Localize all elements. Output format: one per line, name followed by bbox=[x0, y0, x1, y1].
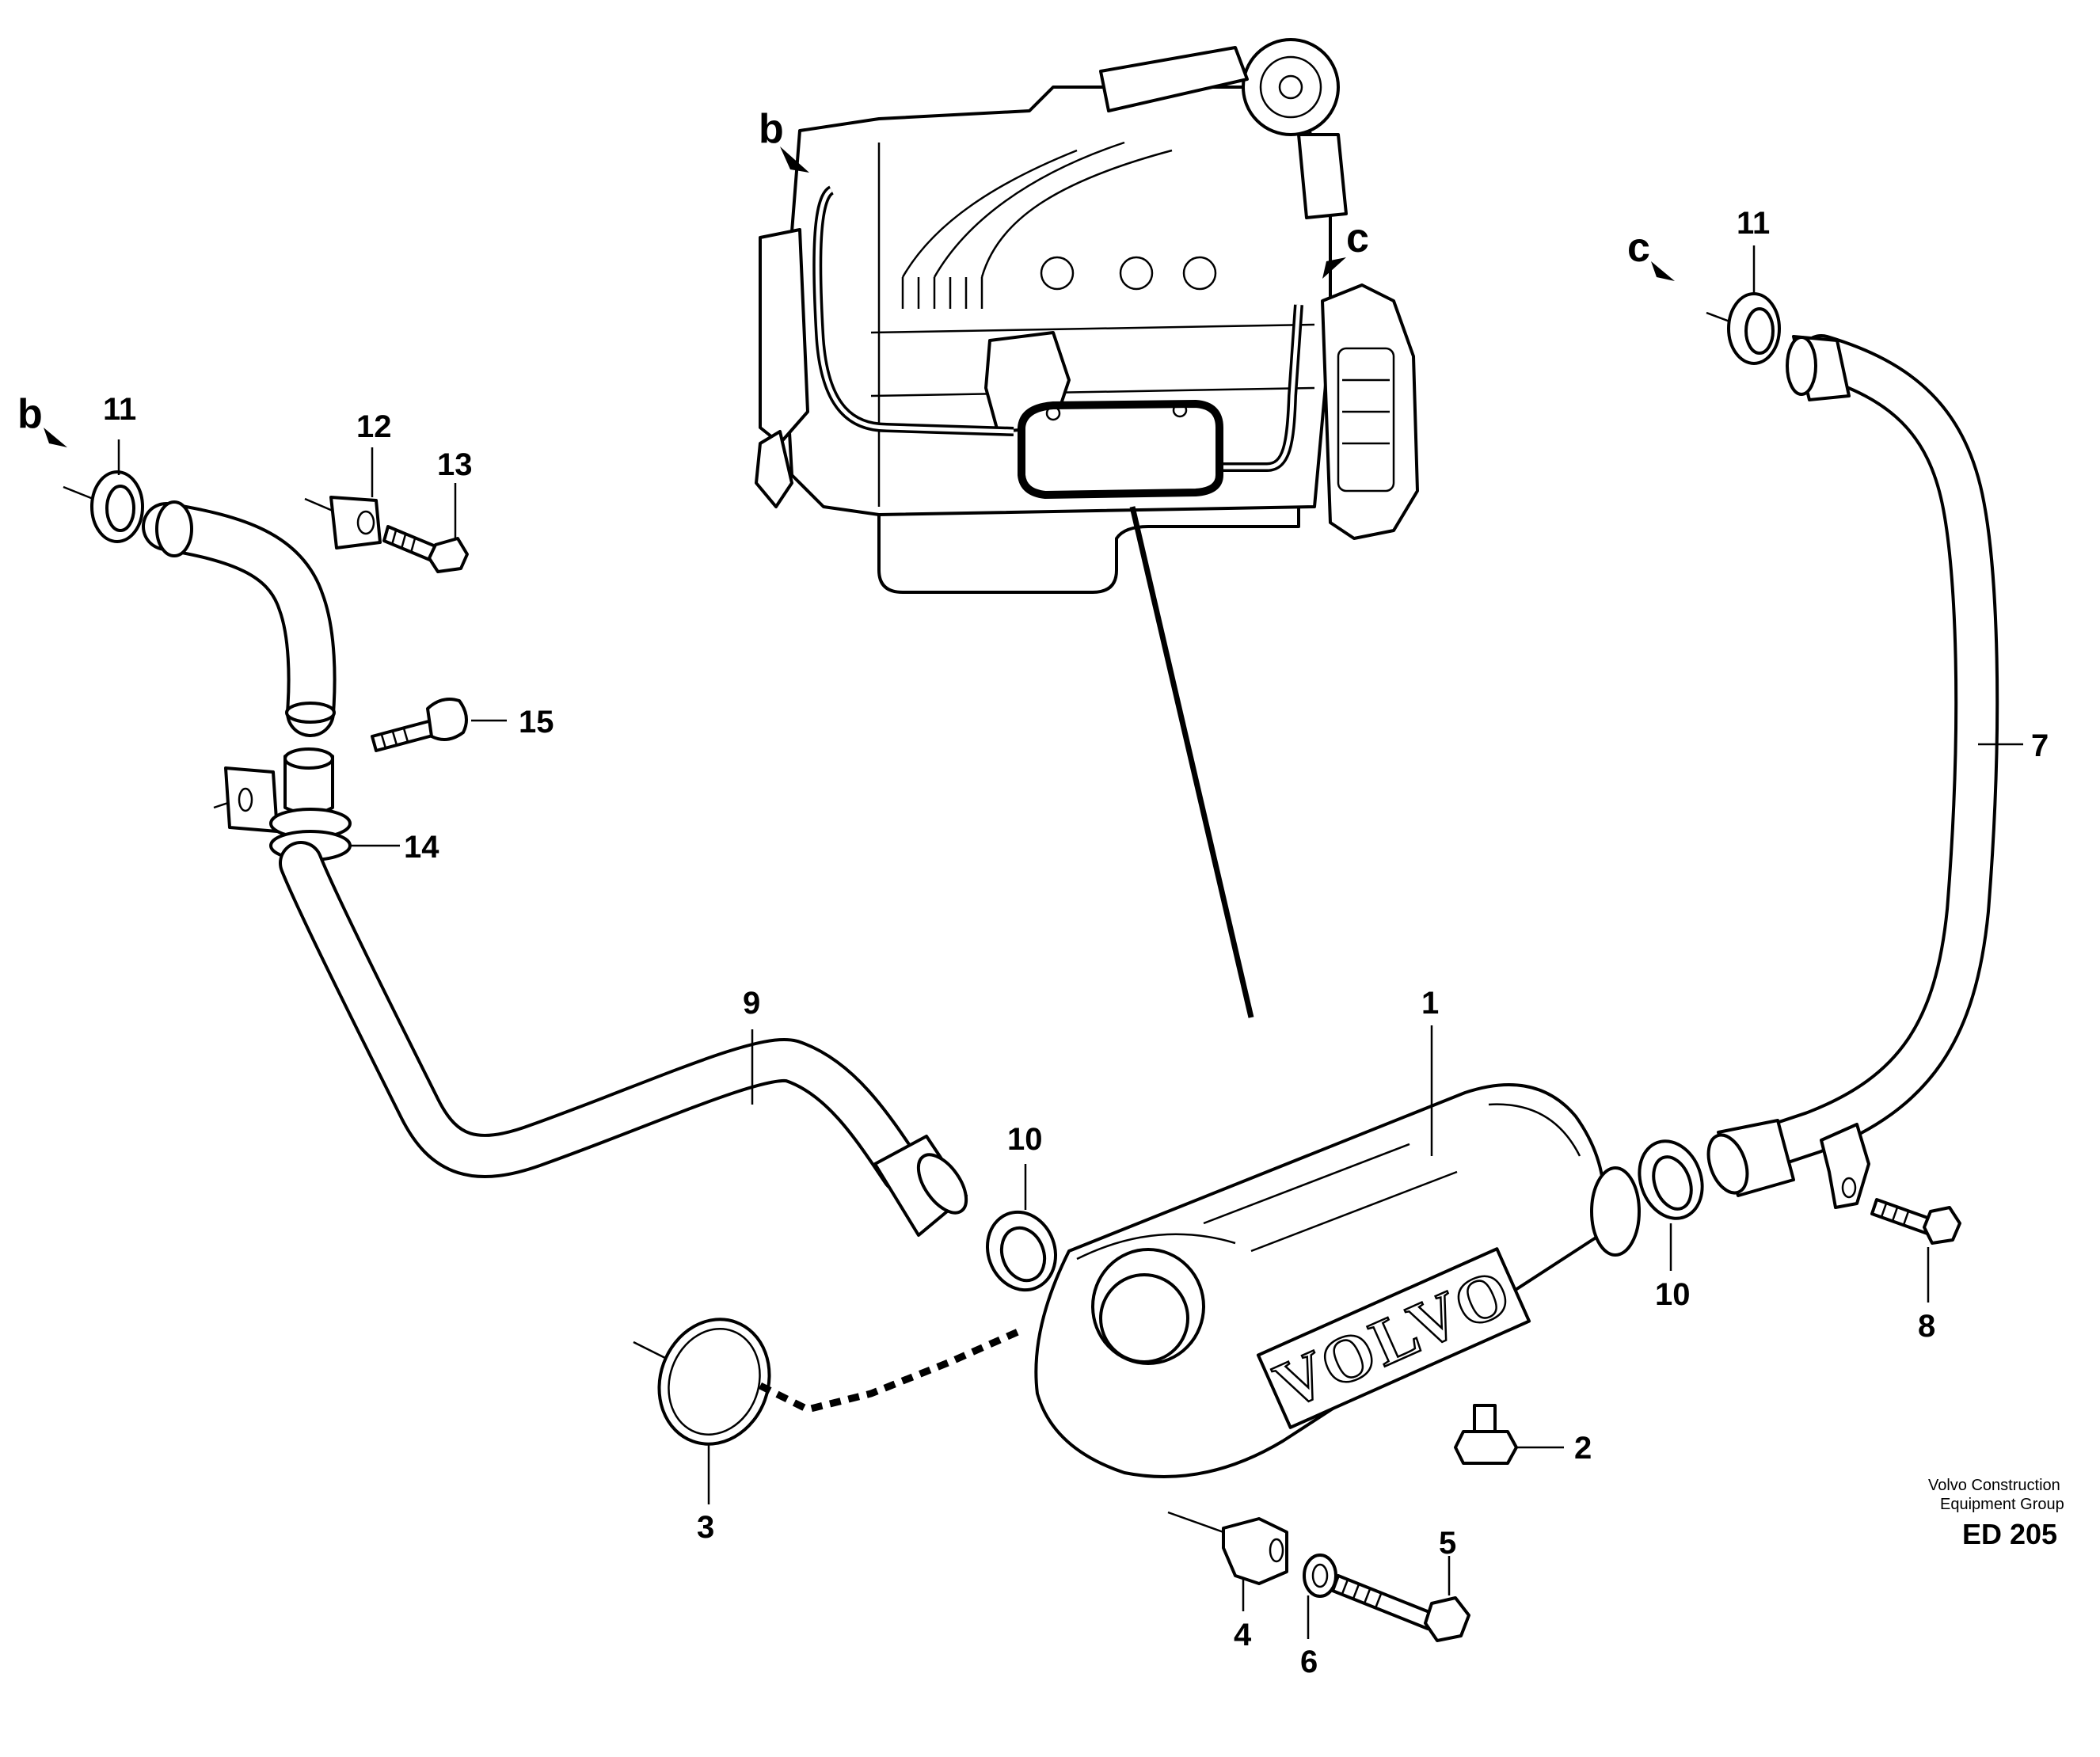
callout-9: 9 bbox=[743, 986, 760, 1021]
callout-13: 13 bbox=[437, 447, 473, 482]
callout-4: 4 bbox=[1234, 1618, 1252, 1652]
bracket-grommet-14 bbox=[213, 747, 400, 861]
callout-10-right: 10 bbox=[1655, 1277, 1691, 1312]
reference-mark-c-engine: c bbox=[1346, 215, 1369, 261]
seal-ring-10-left bbox=[985, 1210, 1058, 1292]
hose-9 bbox=[279, 841, 968, 1237]
bolt-13 bbox=[382, 525, 469, 573]
arrow-c-right bbox=[1651, 261, 1675, 281]
seal-ring-11-right bbox=[1706, 292, 1781, 365]
o-ring-3 bbox=[633, 1318, 1023, 1446]
oil-separator-1: VOLVO bbox=[1034, 1083, 1641, 1478]
reference-mark-c-right: c bbox=[1627, 225, 1650, 271]
bracket-4 bbox=[1167, 1511, 1288, 1585]
seal-ring-11-left bbox=[63, 470, 144, 543]
callout-8: 8 bbox=[1918, 1309, 1935, 1344]
callout-2: 2 bbox=[1574, 1431, 1592, 1466]
callout-10-left: 10 bbox=[1007, 1122, 1043, 1157]
washer-6 bbox=[1303, 1554, 1337, 1598]
callout-11-left: 11 bbox=[103, 392, 136, 427]
left-upper-hose bbox=[142, 500, 337, 737]
bolt-15 bbox=[371, 698, 468, 752]
drawing-code: ED 205 bbox=[1962, 1518, 2057, 1550]
callout-5: 5 bbox=[1439, 1526, 1456, 1561]
callout-3: 3 bbox=[697, 1510, 714, 1545]
seal-ring-10-right bbox=[1638, 1139, 1704, 1220]
callout-1: 1 bbox=[1421, 986, 1439, 1021]
bolt-5 bbox=[1331, 1574, 1470, 1642]
hose-7 bbox=[1706, 334, 1999, 1209]
callout-12: 12 bbox=[356, 409, 392, 444]
engine-illustration bbox=[755, 38, 1419, 594]
callout-14: 14 bbox=[404, 830, 439, 865]
reference-mark-b-engine: b bbox=[759, 106, 784, 152]
callout-7: 7 bbox=[2031, 728, 2049, 763]
arrow-b-left bbox=[44, 428, 67, 447]
bolt-8 bbox=[1870, 1198, 1961, 1245]
drain-plug-2 bbox=[1454, 1404, 1564, 1465]
reference-mark-b-left: b bbox=[17, 391, 43, 437]
credit-line-1: Volvo Construction bbox=[1928, 1477, 2060, 1494]
credit-line-2: Equipment Group bbox=[1940, 1496, 2064, 1513]
clip-12 bbox=[304, 496, 382, 550]
callout-15: 15 bbox=[519, 705, 554, 740]
engine-to-separator-leader bbox=[1129, 506, 1254, 1018]
leader-lines bbox=[117, 245, 2023, 1639]
callout-11-right: 11 bbox=[1737, 206, 1770, 241]
callout-6: 6 bbox=[1300, 1645, 1318, 1679]
